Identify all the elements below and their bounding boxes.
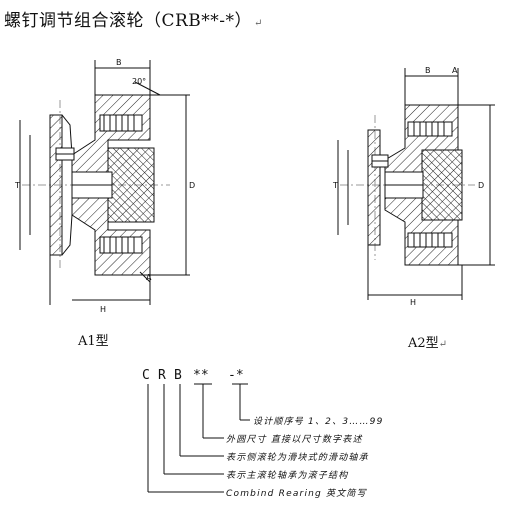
caption-a1: A1型 [78,334,109,349]
legend-item-main-roller: 表示主滚轮轴承为滚子结构 [226,471,349,481]
legend-item-side-roller: 表示侧滚轮为滑块式的滑动轴承 [226,453,369,463]
legend-item-size: 外圆尺寸 直接以尺寸数字表述 [226,435,363,445]
code-part-c: C [142,368,150,383]
code-part-sequence: -* [228,368,244,383]
a1-t-label: T [14,181,20,190]
caption-a2: A2型↵ [408,332,447,351]
figure-a2 [337,68,495,300]
code-part-b: B [174,368,182,383]
a1-a-label: A [146,273,152,282]
page-title: 螺钉调节组合滚轮（CRB**-*）↵ [4,6,263,31]
a1-angle-label: 20° [132,77,146,86]
a1-b-label: B [116,58,122,67]
title-text: 螺钉调节组合滚轮（CRB**-*） [4,11,253,31]
legend-item-sequence: 设计顺序号 1、2、3……99 [253,417,384,427]
caption-a2-text: A2型 [408,336,439,351]
figure-a1 [19,60,190,305]
figure-a2-labels: B A T D H [332,66,484,307]
a1-d-label: D [189,181,195,190]
figure-a1-labels: B 20° A T D H [14,58,195,314]
code-part-size: ** [193,368,209,383]
caption-a2-mark: ↵ [438,339,448,350]
a2-d-label: D [478,181,484,190]
a2-a-label: A [452,66,458,75]
legend-item-abbreviation: Combind Rearing 英文简写 [226,489,367,499]
paragraph-mark: ↵ [254,18,263,29]
a2-b-label: B [425,66,431,75]
a2-h-label: H [410,298,416,307]
code-part-r: R [158,368,166,383]
a1-h-label: H [100,305,106,314]
a2-t-label: T [332,181,338,190]
code-leader-lines [147,383,250,493]
